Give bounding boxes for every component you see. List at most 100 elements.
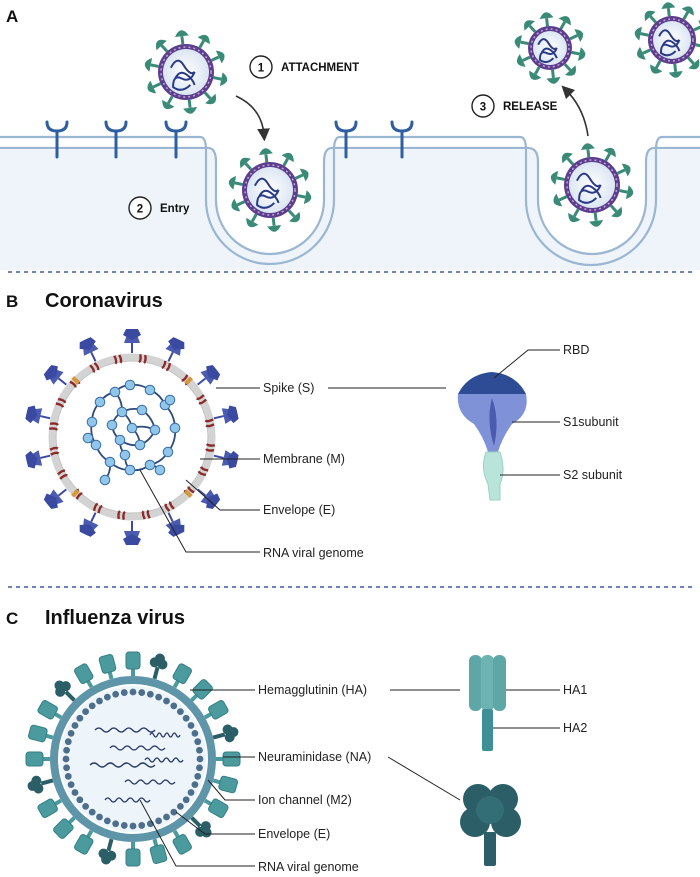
virion-spike-head: [258, 148, 273, 156]
virion-spike-head: [231, 198, 241, 212]
virion-spike-stalk: [264, 154, 269, 163]
matrix-bead: [155, 693, 163, 701]
virion-spike-stalk: [687, 56, 695, 65]
corona-spike: [43, 488, 67, 510]
step-label: Entry: [160, 203, 190, 215]
genome-leader: [139, 799, 255, 867]
influenza-surface-protein-group: [25, 651, 241, 867]
virion-spike-stalk: [297, 194, 306, 199]
virion-spike-stalk: [244, 162, 253, 171]
virion-spike-head: [289, 211, 300, 223]
membrane-protein: [55, 397, 67, 408]
matrix-bead: [76, 796, 84, 804]
s1-core: [489, 398, 497, 446]
rna-node: [169, 422, 181, 434]
virion-genome: [576, 172, 602, 204]
matrix-bead: [67, 729, 75, 737]
membrane-protein: [89, 362, 100, 373]
virion-spike-head: [611, 206, 622, 218]
rna-segment: [104, 797, 151, 803]
virion-spike-stalk: [604, 152, 612, 162]
panel-a: A 1 ATTACHMENT 2 Entry: [0, 2, 700, 273]
matrix-bead: [120, 822, 128, 829]
membrane-protein: [164, 501, 175, 512]
membrane-protein: [49, 422, 59, 431]
hemagglutinin: [74, 663, 94, 689]
matrix-bead: [146, 690, 154, 698]
label-rbd: RBD: [563, 343, 589, 357]
rna-node: [124, 379, 136, 391]
panel-b-title: Coronavirus: [45, 290, 163, 312]
ion-leader: [207, 779, 255, 801]
rna-node: [136, 404, 148, 416]
matrix-bead: [76, 714, 84, 722]
matrix-bead: [103, 693, 111, 701]
virion-genome: [254, 177, 280, 209]
step-number: 1: [258, 63, 265, 75]
matrix-bead: [62, 755, 70, 763]
matrix-bead: [163, 697, 170, 705]
hemagglutinin: [37, 798, 63, 818]
rna-node: [134, 439, 146, 451]
virion-spike-stalk: [152, 82, 162, 89]
rna-node: [116, 406, 128, 418]
hemagglutinin: [25, 751, 50, 767]
membrane-protein: [204, 418, 215, 428]
corona-spike: [123, 329, 141, 353]
virion-spike-stalk: [203, 91, 212, 100]
virion-spike-stalk: [522, 55, 531, 62]
virion-spike-head: [162, 99, 175, 110]
membrane-protein: [113, 354, 123, 365]
label-s2-subunit: S2 subunit: [563, 468, 623, 482]
hemagglutinin: [74, 829, 94, 855]
virion-spike-stalk: [545, 18, 549, 27]
corona-spike: [213, 450, 239, 469]
label-neuraminidase: Neuraminidase (NA): [258, 750, 371, 764]
virion-spike-stalk: [287, 209, 296, 218]
label-spike: Spike (S): [263, 381, 314, 395]
virion-spike-head: [147, 80, 157, 94]
virion-spike-stalk: [250, 213, 258, 223]
virion-spike-stalk: [572, 208, 580, 218]
hemagglutinin: [98, 654, 117, 680]
virion-spike-head: [516, 54, 526, 67]
influenza-particle: [25, 651, 241, 867]
rna-node: [90, 439, 102, 451]
neuraminidase: [27, 775, 54, 794]
hemagglutinin: [172, 663, 192, 689]
rbd-leader: [493, 349, 560, 379]
virion-spike-head: [688, 58, 700, 70]
label-rna-genome: RNA viral genome: [263, 546, 364, 560]
matrix-bead: [64, 738, 72, 746]
label-ha1: HA1: [563, 683, 587, 697]
matrix-bead: [96, 813, 103, 821]
matrix-bead: [155, 817, 163, 825]
step-label: RELEASE: [503, 101, 558, 113]
virion-spike-stalk: [528, 24, 537, 33]
rna-segment: [94, 727, 156, 733]
virion-spike-stalk: [551, 69, 555, 78]
virion-spike-head: [580, 143, 595, 151]
corona-spike: [79, 337, 99, 362]
virion-spike-stalk: [640, 32, 649, 37]
corona-spike: [197, 488, 221, 510]
neuraminidase: [190, 816, 212, 838]
receptor: [334, 120, 358, 159]
panel-a-letter: A: [6, 7, 18, 26]
virion-spike-stalk: [673, 63, 678, 72]
matrix-bead: [194, 738, 202, 746]
virion-spike-head: [267, 224, 282, 232]
virion-spike-head: [215, 50, 225, 64]
hemagglutinin: [28, 724, 54, 743]
virion-spike-stalk: [569, 34, 578, 41]
label-ha2: HA2: [563, 721, 587, 735]
virion-spike-head: [228, 175, 237, 190]
step-label: ATTACHMENT: [281, 62, 359, 74]
virion-spike-stalk: [150, 63, 159, 68]
matrix-bead: [71, 722, 79, 729]
virion-spike-stalk: [294, 173, 304, 180]
matrix-bead: [67, 781, 75, 789]
virion-spike-stalk: [533, 66, 541, 75]
virion-spike-head: [144, 57, 153, 72]
